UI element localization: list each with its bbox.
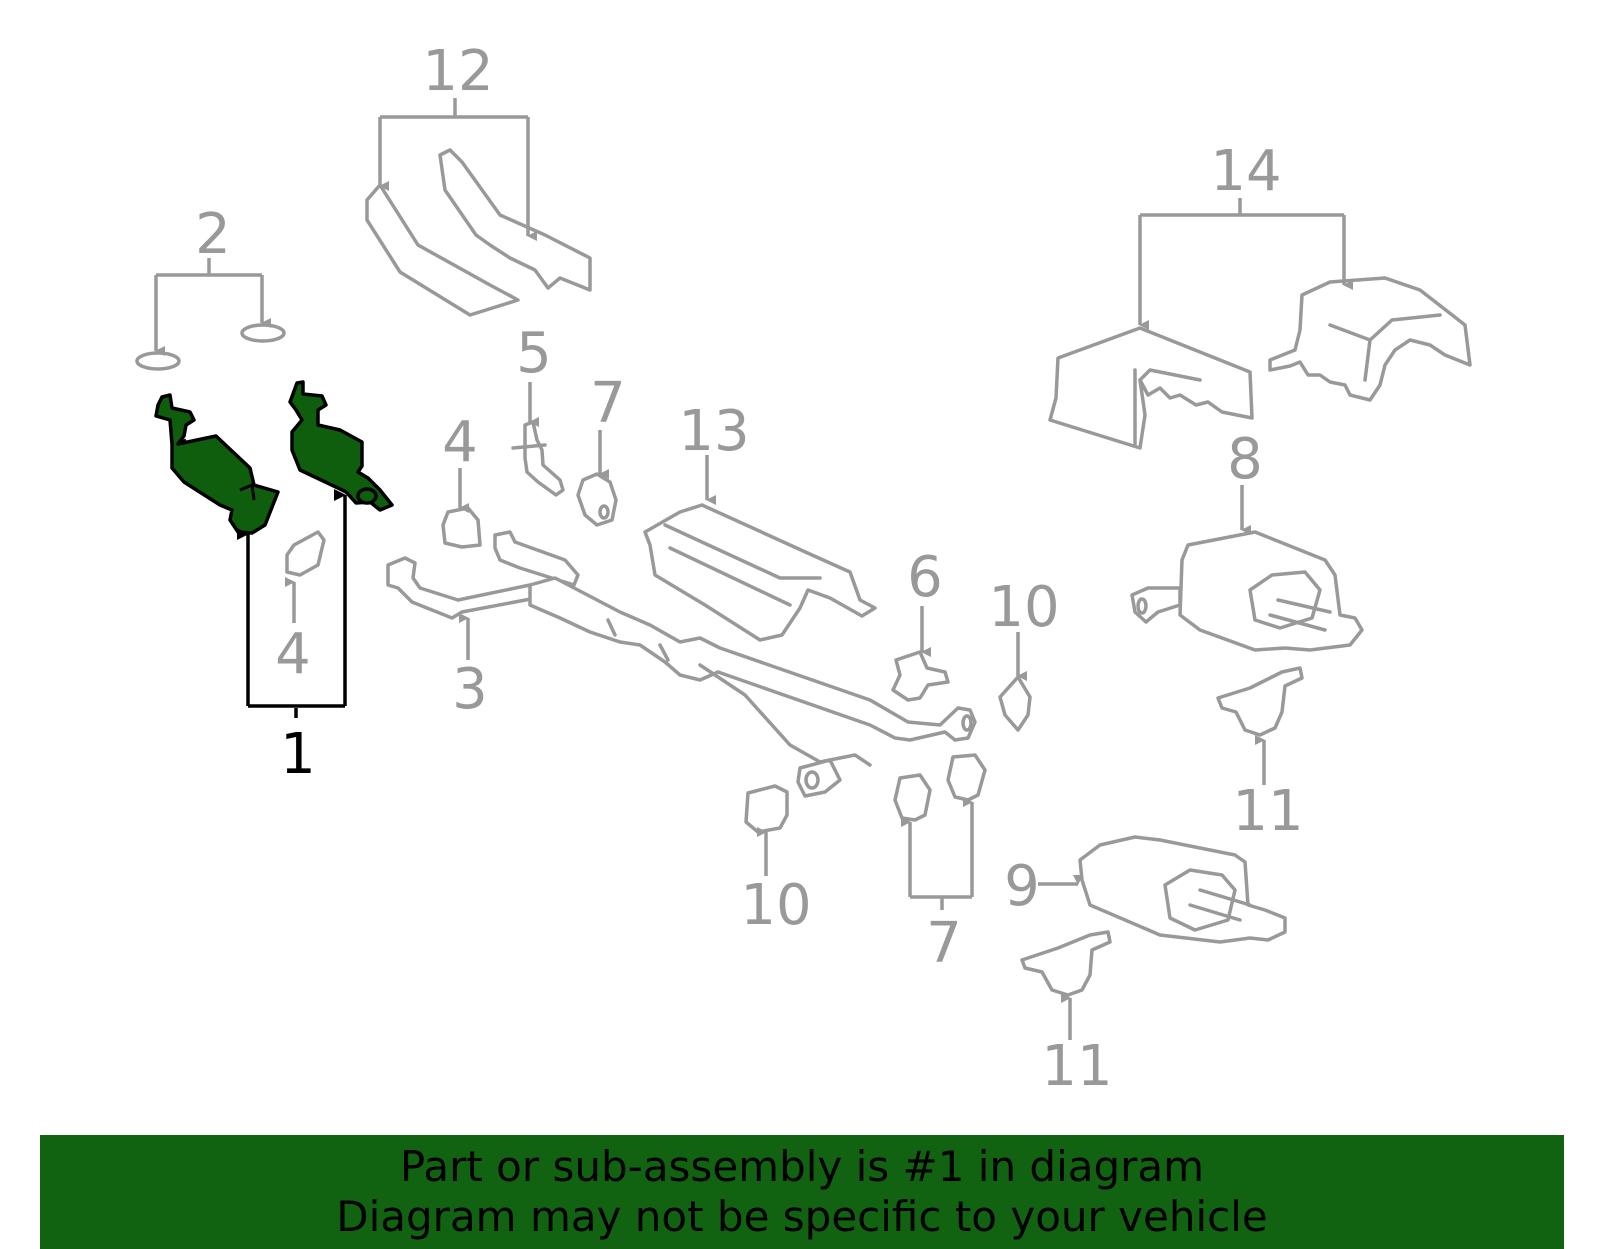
callout-14-leader bbox=[1138, 198, 1353, 330]
part-13-heat-shield bbox=[643, 503, 877, 642]
callout-14: 14 bbox=[1210, 139, 1281, 204]
callout-13: 13 bbox=[678, 399, 749, 464]
banner-line-1: Part or sub-assembly is #1 in diagram bbox=[399, 1142, 1205, 1191]
part-11-bracket-upper bbox=[1216, 666, 1304, 737]
callout-7-lower-leader bbox=[901, 797, 974, 910]
callout-4-left: 4 bbox=[275, 622, 311, 687]
callout-12-leader bbox=[378, 98, 537, 241]
callout-4-upper: 4 bbox=[442, 410, 478, 475]
callout-5: 5 bbox=[516, 321, 552, 386]
banner-line-2: Diagram may not be specific to your vehi… bbox=[336, 1192, 1268, 1241]
part-4-gasket-upper bbox=[441, 506, 482, 549]
part-4-gasket-left bbox=[285, 530, 326, 577]
part-10-gasket-right bbox=[998, 675, 1032, 732]
part-7-hanger-upper bbox=[576, 472, 618, 527]
part-11-bracket-lower bbox=[1020, 930, 1112, 997]
callout-11-upper: 11 bbox=[1232, 779, 1303, 844]
callout-10-lower: 10 bbox=[740, 873, 811, 938]
part-10-gasket-lower bbox=[744, 784, 789, 834]
part-8-muffler bbox=[1130, 530, 1364, 652]
callout-6: 6 bbox=[907, 545, 943, 610]
part-7-hangers-lower bbox=[893, 753, 987, 822]
part-6-bracket bbox=[891, 650, 950, 702]
callout-2: 2 bbox=[195, 202, 231, 267]
part-14-heat-shields bbox=[1048, 276, 1472, 450]
info-banner: Part or sub-assembly is #1 in diagram Di… bbox=[40, 1135, 1564, 1249]
part-9-muffler bbox=[1078, 835, 1287, 944]
callout-3: 3 bbox=[452, 657, 488, 722]
callout-10-right: 10 bbox=[988, 575, 1059, 640]
part-center-pipe-assembly bbox=[493, 530, 977, 798]
callout-9: 9 bbox=[1004, 854, 1040, 919]
part-12-heat-shields bbox=[365, 148, 592, 317]
callout-2-leader bbox=[154, 258, 271, 356]
part-5-pipe bbox=[511, 420, 565, 497]
callout-11-lower: 11 bbox=[1041, 1034, 1112, 1099]
callout-1-leader bbox=[237, 489, 347, 718]
callout-7-lower: 7 bbox=[926, 911, 962, 976]
callout-12: 12 bbox=[422, 39, 493, 104]
part-2-gaskets bbox=[135, 323, 286, 371]
callout-7-upper: 7 bbox=[590, 371, 626, 436]
part-1-catalytic-converters bbox=[154, 380, 394, 535]
callout-8: 8 bbox=[1227, 427, 1263, 492]
callout-1: 1 bbox=[280, 722, 316, 787]
